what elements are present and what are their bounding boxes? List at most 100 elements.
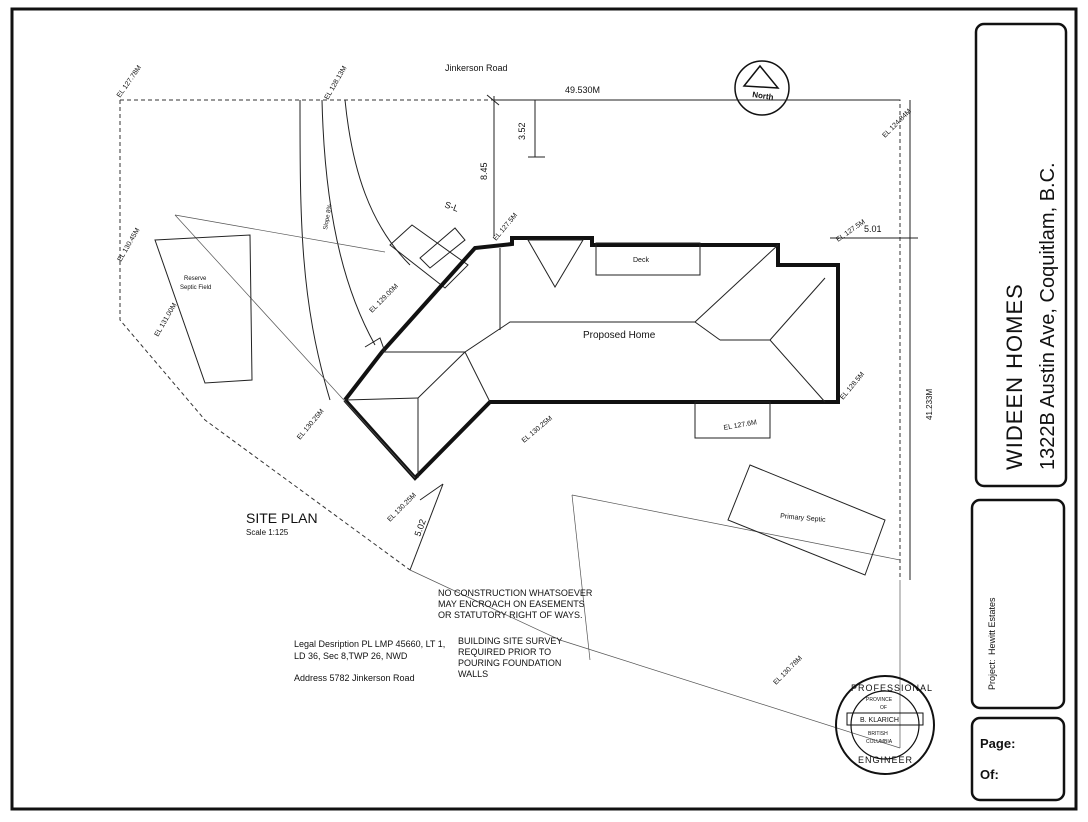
roof-hip-7: [720, 339, 826, 403]
el-127-78: EL 127.78M: [116, 64, 143, 99]
legal-line-1: Legal Desription PL LMP 45660, LT 1,: [294, 639, 445, 649]
of-label: Of:: [980, 767, 999, 782]
property-line-west: [119, 100, 411, 571]
garage-mark: S-L: [443, 199, 460, 213]
el-130-45: EL 130.45M: [117, 227, 142, 263]
guide-line-2: [174, 214, 386, 253]
north-circle: [734, 60, 790, 116]
address-line: Address 5782 Jinkerson Road: [294, 673, 415, 683]
sheet-border: [10, 7, 1078, 811]
survey-line-4: WALLS: [458, 669, 488, 679]
north-arrow: North: [734, 60, 790, 116]
top-dimensions: 49.530M 8.45 3.52 5.01 41.233M: [479, 85, 934, 580]
house-outline: [343, 236, 840, 481]
driveway-edge-mid: [321, 99, 376, 346]
project-name: Hewitt Estates: [987, 597, 997, 655]
roof-gable: [527, 239, 584, 288]
el-127-6: EL 127.6M: [723, 419, 757, 432]
dim-501-label: 5.01: [864, 224, 882, 234]
title-box: [974, 22, 1068, 488]
dim-502-label: 5.02: [412, 518, 427, 538]
guide-line-4: [571, 494, 901, 561]
plan-scale: Scale 1:125: [246, 528, 289, 537]
survey-note: BUILDING SITE SURVEY REQUIRED PRIOR TO P…: [458, 636, 562, 679]
seal-of: OF: [880, 705, 887, 711]
roof-hip-5: [694, 244, 779, 323]
seal-province: PROVINCE: [866, 697, 893, 703]
el-131-00: EL 131.00M: [154, 302, 179, 338]
deck-label: Deck: [633, 257, 649, 264]
driveway-edge-right: [344, 99, 411, 266]
no-construction-note: NO CONSTRUCTION WHATSOEVER MAY ENCROACH …: [438, 588, 593, 620]
dim-502-tick: [419, 483, 444, 501]
seal-columbia: COLUMBIA: [866, 739, 893, 745]
el-130-78: EL 130.78M: [772, 655, 804, 687]
reserve-septic-outline: [154, 234, 253, 384]
roof-hip-8: [769, 277, 826, 341]
property-line-south: [409, 569, 901, 749]
guide-lines: 5.02: [174, 214, 901, 661]
garage-outline: [389, 224, 469, 289]
survey-line-1: BUILDING SITE SURVEY: [458, 636, 562, 646]
survey-line-3: POURING FOUNDATION: [458, 658, 561, 668]
el-128-13: EL 128.13M: [324, 65, 349, 101]
roof-ridge: [382, 321, 695, 353]
reserve-septic: Reserve Septic Field: [154, 234, 253, 384]
driveway-edge-left: [299, 99, 331, 401]
page-label: Page:: [980, 736, 1015, 751]
note-line-1: NO CONSTRUCTION WHATSOEVER: [438, 588, 593, 598]
seal-name: B. KLARICH: [860, 717, 899, 724]
company-name: WIDEEN HOMES: [1002, 283, 1027, 470]
project-box: [970, 498, 1066, 710]
width-dim-label: 49.530M: [565, 85, 600, 95]
seal-outer: [835, 675, 935, 775]
dim-352-label: 3.52: [517, 122, 527, 140]
el-130-25-c: EL 130.25M: [386, 492, 418, 524]
note-line-3: OR STATUTORY RIGHT OF WAYS.: [438, 610, 583, 620]
roof-hip-2: [417, 351, 466, 399]
property-line-north-east: [120, 99, 901, 580]
entry-step: [364, 337, 386, 353]
seal-british: BRITISH: [868, 731, 888, 737]
garage-annex: S-L: [389, 199, 469, 289]
driveway: Slope 8%: [299, 99, 411, 401]
title-block: WIDEEN HOMES 1322B Austin Ave, Coquitlam…: [970, 22, 1068, 802]
primary-septic-label: Primary Septic: [780, 513, 826, 524]
roof-hip-1: [464, 351, 491, 403]
note-line-2: MAY ENCROACH ON EASEMENTS: [438, 599, 585, 609]
legal-line-2: LD 36, Sec 8,TWP 26, NWD: [294, 651, 408, 661]
garage-inner: [419, 227, 466, 269]
guide-line-3: [571, 494, 591, 661]
north-arrow-icon: [742, 64, 780, 89]
slope-label: Slope 8%: [323, 203, 333, 230]
north-label: North: [752, 90, 774, 102]
reserve-septic-label-1: Reserve: [184, 276, 207, 282]
home-label: Proposed Home: [583, 330, 656, 341]
deck-outline: [595, 242, 701, 276]
legal-description: Legal Desription PL LMP 45660, LT 1, LD …: [294, 639, 445, 683]
seal-top: PROFESSIONAL: [851, 683, 933, 693]
width-dim-tick: [486, 94, 500, 106]
plan-title: SITE PLAN: [246, 510, 318, 526]
roof-hip-6: [694, 321, 721, 341]
proposed-home: Deck Proposed Home: [343, 236, 840, 481]
el-128-5: EL 128.5M: [839, 371, 866, 401]
project-label: Project:: [987, 659, 997, 690]
el-130-25-b: EL 130.25M: [521, 415, 554, 445]
rear-bump-out: [694, 401, 771, 439]
road-label: Jinkerson Road: [445, 63, 508, 73]
el-130-25-a: EL 130.25M: [296, 408, 326, 441]
seal-name-band: [846, 712, 924, 726]
seal-bottom: ENGINEER: [858, 755, 913, 765]
roof-hip-4: [344, 397, 419, 401]
page-box: [970, 716, 1066, 802]
primary-septic: Primary Septic: [727, 464, 886, 576]
reserve-septic-label-2: Septic Field: [180, 285, 211, 291]
dim-502-line: [409, 483, 444, 571]
el-129-00: EL 129.00M: [368, 283, 400, 315]
el-124-84: EL 124.84M: [881, 108, 913, 140]
primary-septic-outline: [727, 464, 886, 576]
dim-845-label: 8.45: [479, 162, 489, 180]
survey-line-2: REQUIRED PRIOR TO: [458, 647, 551, 657]
